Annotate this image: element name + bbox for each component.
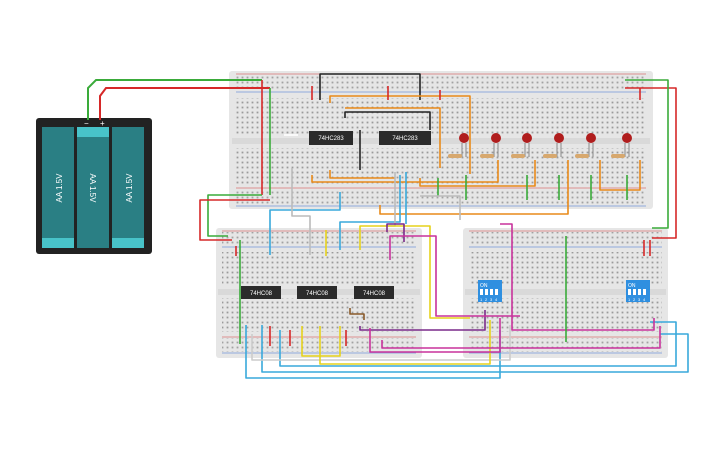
led-array[interactable] [459, 133, 632, 157]
wire-orange-4 [419, 160, 536, 187]
resistor-4 [543, 154, 557, 158]
wire-magenta-1 [389, 235, 520, 317]
wire-blue-6 [279, 321, 677, 367]
dip-switch-right-on-label: ON [628, 283, 636, 289]
dip-switch-right-pin-4: 4 [643, 297, 646, 302]
dip-switch-left-pin-4: 4 [495, 297, 498, 302]
wire-magenta-2 [369, 318, 501, 353]
chip-74hc08-2[interactable]: 74HC08 [297, 286, 337, 299]
battery-pack[interactable]: AA 1.5V AA 1.5V AA 1.5V − + [36, 118, 152, 254]
chip-74hc283-right[interactable]: 74HC283 [379, 131, 431, 145]
wires[interactable] [199, 73, 689, 379]
chip-74hc283-left-label: 74HC283 [318, 136, 344, 142]
battery-lead-green [87, 79, 262, 120]
wire-white-3 [251, 325, 511, 361]
breadboard-top[interactable] [229, 71, 653, 209]
wire-yellow-2 [301, 326, 341, 357]
battery-cell-3: AA 1.5V [112, 127, 144, 248]
led-2 [491, 133, 501, 157]
chip-74hc08-1-label: 74HC08 [250, 291, 273, 297]
resistor-1 [448, 154, 462, 158]
wire-blue-1 [269, 192, 341, 255]
resistor-6 [611, 154, 625, 158]
led-4 [554, 133, 564, 157]
battery-cell-2-label: AA 1.5V [88, 174, 97, 204]
battery-minus-terminal: − [84, 119, 89, 128]
resistor-2 [480, 154, 494, 158]
wire-black-2 [344, 111, 431, 130]
wire-orange-3 [311, 160, 499, 183]
battery-lead-red [99, 87, 270, 120]
chip-74hc08-3-label: 74HC08 [363, 291, 386, 297]
battery-cell-1-label: AA 1.5V [55, 173, 64, 203]
wire-blue-2 [339, 175, 401, 250]
chip-74hc08-1[interactable]: 74HC08 [241, 286, 281, 299]
wire-red-right-feed [625, 87, 677, 239]
led-6 [622, 133, 632, 157]
wire-white-1 [291, 168, 311, 255]
wire-yellow-3 [319, 320, 491, 365]
wire-white-4 [420, 195, 461, 220]
wire-orange-7 [329, 170, 395, 179]
battery-cell-3-label: AA 1.5V [125, 173, 134, 203]
dip-switch-left-on-label: ON [480, 283, 488, 289]
wire-purple-1 [386, 223, 405, 242]
wire-magenta-3 [500, 223, 655, 331]
dip-switch-left[interactable]: ON 1 2 3 4 [478, 280, 502, 302]
chip-74hc283-right-label: 74HC283 [392, 136, 418, 142]
dip-switch-right[interactable]: ON 1 2 3 4 [626, 280, 650, 302]
wire-green-left-loop [207, 194, 262, 237]
chip-74hc08-2-label: 74HC08 [306, 291, 329, 297]
dip-switch-right-pin-3: 3 [638, 297, 641, 302]
dip-switch-right-pin-2: 2 [633, 297, 636, 302]
battery-leads[interactable] [87, 79, 270, 120]
dip-switch-left-pin-2: 2 [485, 297, 488, 302]
wire-brown-1 [349, 308, 365, 320]
resistor-3 [511, 154, 525, 158]
battery-cell-2: AA 1.5V [77, 127, 109, 248]
battery-cell-1: AA 1.5V [42, 127, 74, 248]
wire-black-1 [319, 73, 421, 100]
wire-purple-2 [359, 310, 486, 331]
resistor-array[interactable] [448, 154, 625, 158]
wire-orange-1 [329, 95, 471, 174]
wire-orange-2 [345, 107, 441, 168]
led-3 [522, 133, 532, 157]
wire-red-left-loop [199, 199, 270, 241]
battery-plus-terminal: + [100, 119, 105, 128]
chip-74hc08-3[interactable]: 74HC08 [354, 286, 394, 299]
led-1 [459, 133, 469, 157]
led-5 [586, 133, 596, 157]
dip-switch-left-pin-1: 1 [480, 297, 483, 302]
wire-blue-3 [245, 325, 501, 379]
wire-yellow-4 [359, 225, 470, 319]
wire-green-right-feed [625, 79, 669, 229]
resistor-5 [575, 154, 589, 158]
wire-magenta-4 [381, 326, 661, 349]
dip-switch-right-pin-1: 1 [628, 297, 631, 302]
wire-blue-4 [261, 325, 689, 373]
chip-74hc283-left[interactable]: 74HC283 [309, 131, 353, 145]
dip-switch-left-pin-3: 3 [490, 297, 493, 302]
wire-orange-6 [599, 160, 641, 191]
wire-orange-5 [379, 160, 569, 215]
